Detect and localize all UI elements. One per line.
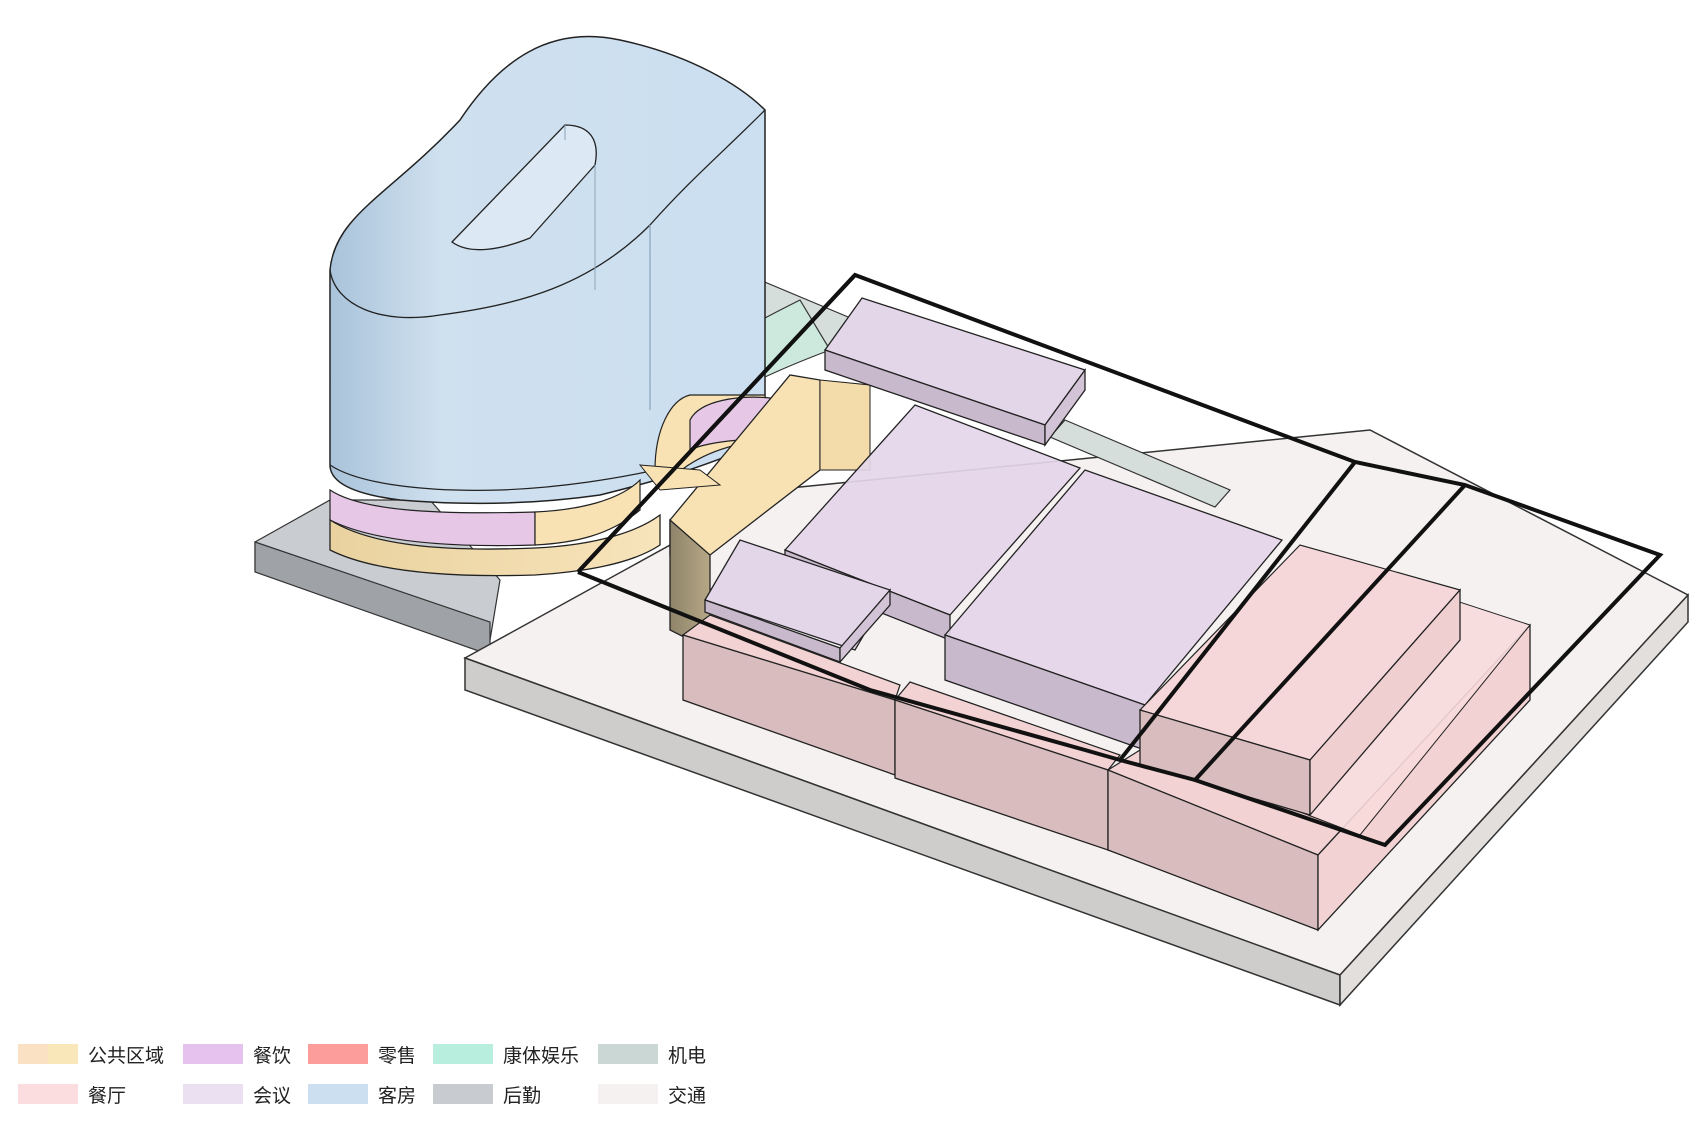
legend-label: 会议 bbox=[253, 1084, 292, 1107]
legend-item: 餐厅 bbox=[18, 1080, 126, 1108]
legend-swatch bbox=[183, 1084, 243, 1104]
legend-item: 零售 bbox=[308, 1040, 416, 1068]
legend-item: 客房 bbox=[308, 1080, 416, 1108]
legend-swatch bbox=[183, 1044, 243, 1064]
meeting-block-small bbox=[704, 539, 891, 664]
site-boundary-outline bbox=[576, 272, 1664, 848]
legend-label: 客房 bbox=[378, 1084, 417, 1107]
legend-swatch bbox=[18, 1044, 78, 1064]
legend-label: 机电 bbox=[668, 1044, 707, 1067]
legend-swatch bbox=[308, 1044, 368, 1064]
legend-item: 后勤 bbox=[433, 1080, 541, 1108]
legend-swatch bbox=[598, 1084, 658, 1104]
restaurant-block-4 bbox=[1138, 544, 1462, 817]
legend-item: 交通 bbox=[598, 1080, 706, 1108]
legend-item: 机电 bbox=[598, 1040, 706, 1068]
legend-label: 餐饮 bbox=[253, 1044, 292, 1067]
legend-label: 餐厅 bbox=[88, 1084, 127, 1107]
legend-label: 交通 bbox=[668, 1084, 707, 1107]
legend-swatch bbox=[433, 1044, 493, 1064]
legend-item: 康体娱乐 bbox=[433, 1040, 579, 1068]
restaurant-block-2 bbox=[893, 681, 1121, 851]
public-lobby-block bbox=[638, 374, 871, 652]
legend-item: 会议 bbox=[183, 1080, 291, 1108]
legend-swatch bbox=[598, 1044, 658, 1064]
guest-room-tower bbox=[329, 35, 766, 505]
legend-swatch bbox=[433, 1084, 493, 1104]
legend-label: 康体娱乐 bbox=[503, 1044, 580, 1067]
meeting-hall-east bbox=[943, 469, 1284, 751]
legend-item: 公共区域 bbox=[18, 1040, 164, 1068]
legend-swatch bbox=[308, 1084, 368, 1104]
legend-label: 零售 bbox=[378, 1044, 417, 1067]
legend-swatch bbox=[18, 1084, 78, 1104]
legend-item: 餐饮 bbox=[183, 1040, 291, 1068]
meeting-block-top bbox=[823, 297, 1087, 447]
legend-label: 后勤 bbox=[503, 1084, 542, 1107]
legend-label: 公共区域 bbox=[88, 1044, 165, 1067]
legend: 公共区域 餐饮 零售 康体娱乐 机电餐厅 会议 客房 后勤 交通 bbox=[18, 1040, 738, 1130]
